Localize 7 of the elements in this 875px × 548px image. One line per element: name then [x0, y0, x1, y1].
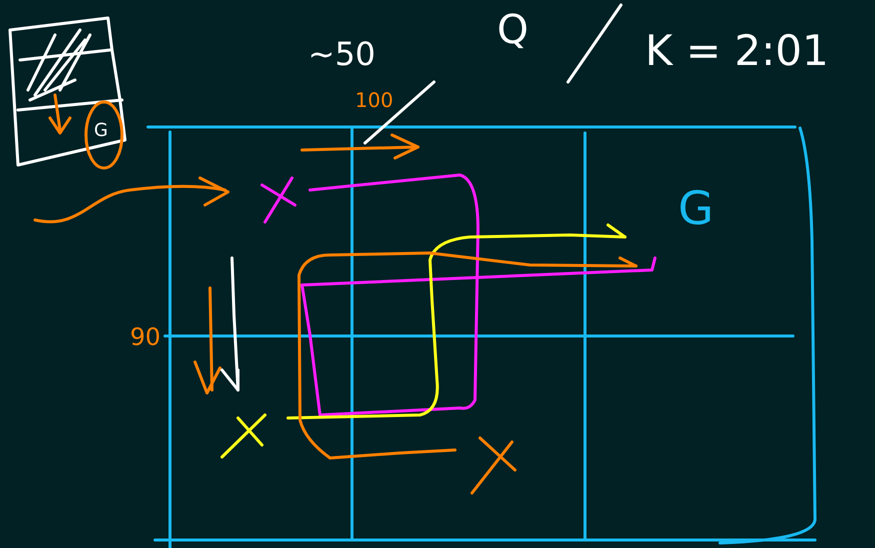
handwritten-label: 100 [355, 90, 394, 110]
handwritten-label: Q [497, 10, 528, 50]
handwritten-label: G [678, 185, 714, 231]
handwritten-label: 90 [130, 325, 161, 349]
handwritten-label: G [94, 122, 108, 140]
handwritten-label: ~50 [308, 38, 376, 70]
handwritten-label: K = 2:01 [645, 30, 829, 72]
